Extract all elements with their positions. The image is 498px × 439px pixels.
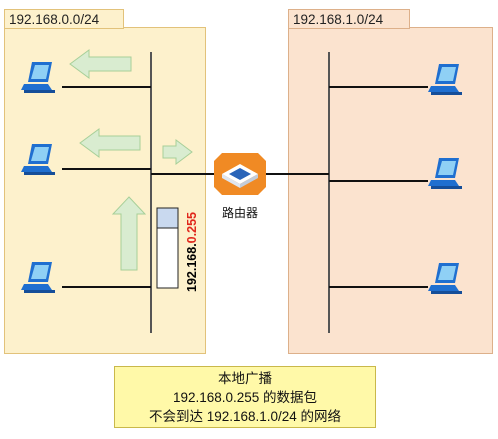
network-left-label: 192.168.0.0/24 (4, 9, 124, 29)
packet-header (156, 207, 179, 229)
computer-icon (21, 62, 55, 93)
arrow-left-icon (69, 49, 132, 79)
router-label: 路由器 (221, 206, 258, 220)
caption-box: 本地广播 192.168.0.255 的数据包 不会到达 192.168.1.0… (114, 366, 376, 428)
caption-line-3: 不会到达 192.168.1.0/24 的网络 (148, 409, 342, 424)
arrow-right-icon (162, 139, 193, 165)
packet-address-label: 192.168.0.255 (185, 212, 199, 292)
computer-icon (21, 144, 55, 175)
arrow-left-icon (79, 128, 141, 158)
caption-line-2: 192.168.0.255 的数据包 (172, 390, 318, 405)
computer-icon (428, 64, 462, 95)
packet-body (156, 227, 179, 289)
caption-line-1: 本地广播 (218, 371, 272, 386)
computer-icon (428, 158, 462, 189)
network-right-label: 192.168.1.0/24 (288, 9, 410, 29)
network-right-area (288, 27, 493, 354)
router-icon (214, 153, 266, 195)
computer-icon (21, 262, 55, 293)
computer-icon (428, 263, 462, 294)
arrow-up-icon (111, 196, 147, 271)
